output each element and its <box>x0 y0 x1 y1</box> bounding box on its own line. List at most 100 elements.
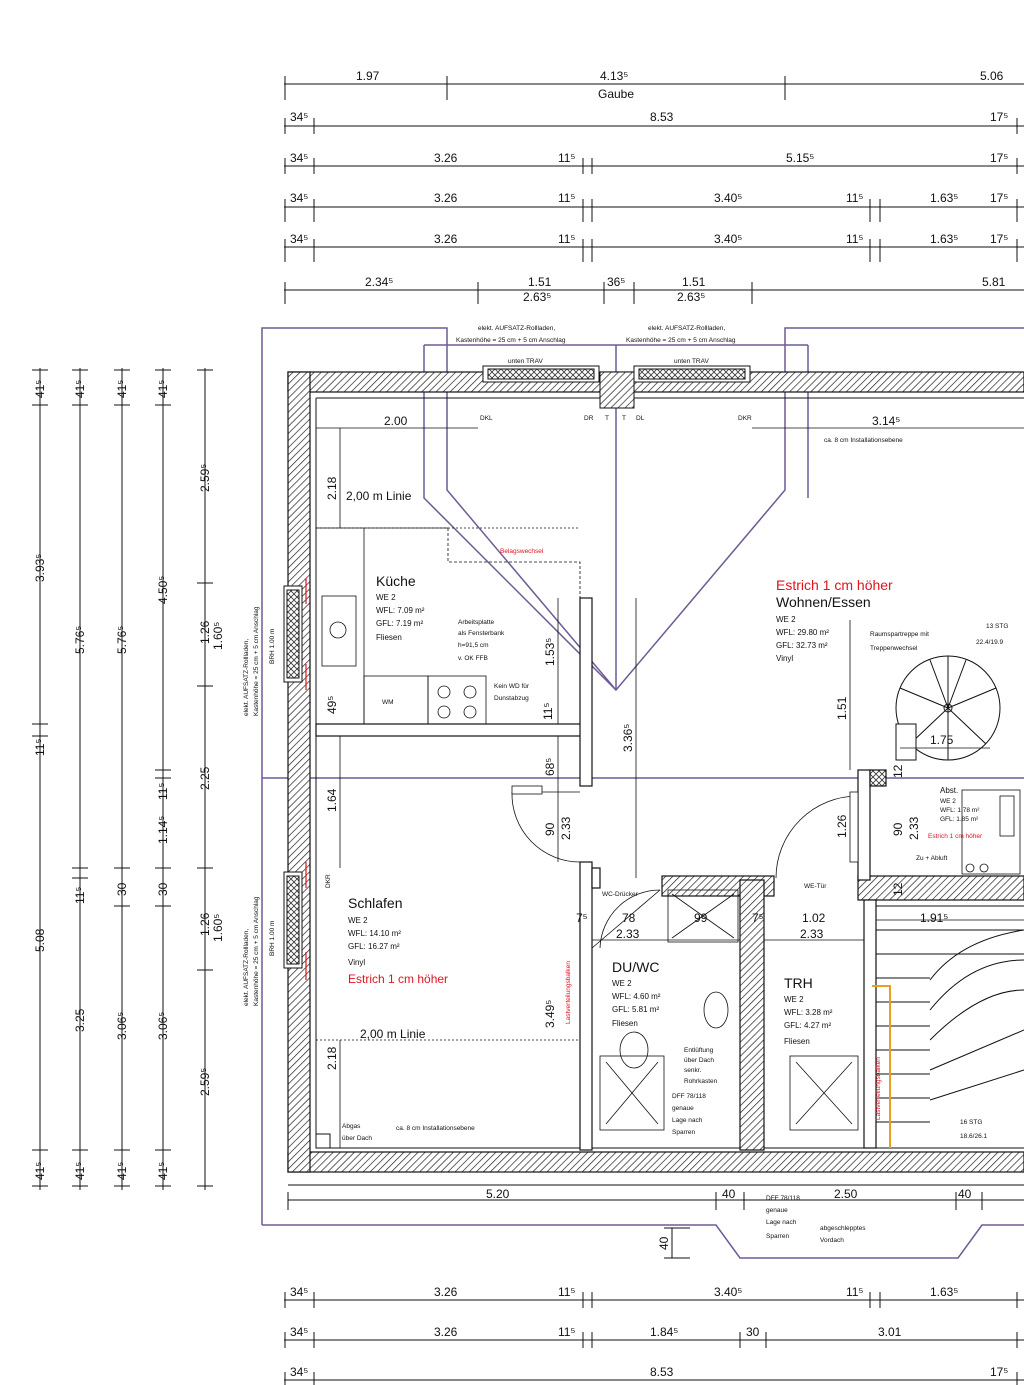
dim-bot-3f: 3.01 <box>878 1325 902 1339</box>
duwc-we: WE 2 <box>612 979 632 988</box>
arbeitsplatte-4: v. OK FFB <box>458 655 488 662</box>
hob-burner-icon-3 <box>437 705 451 719</box>
dim-153: 1.53⁵ <box>543 638 557 666</box>
stg16-1: 16 STG <box>960 1119 982 1126</box>
dim-191: 1.91⁵ <box>920 911 948 925</box>
inner-dimension-lines <box>316 427 1024 1148</box>
dim-left-1a: 41⁵ <box>33 380 47 398</box>
dim-68: 68⁵ <box>543 758 557 776</box>
duwc-gfl: GFL: 5.81 m² <box>612 1005 659 1014</box>
wohnen-gfl: GFL: 32.73 m² <box>776 641 828 650</box>
stg13-2: 22.4/19.9 <box>976 639 1003 646</box>
washbasin-icon <box>703 991 729 1029</box>
bottom-dimension-labels: 5.20 40 2.50 40 40 34⁵ 3.26 11⁵ 3.40⁵ 11… <box>290 1187 1008 1379</box>
left-windows <box>283 585 303 969</box>
duwc-floor: Fliesen <box>612 1019 638 1028</box>
dim-bot-1c: 2.50 <box>834 1187 858 1201</box>
win-left-s-brh: BRH 1.00 m <box>269 921 276 956</box>
trh-wfl: WFL: 3.28 m² <box>784 1008 833 1017</box>
wc-druecker: WC-Drücker <box>602 891 639 898</box>
wohnen-name: Wohnen/Essen <box>776 594 871 610</box>
dim-left-4b: 4.50⁵ <box>156 576 170 604</box>
dim-top-6f: 2.63⁵ <box>677 290 705 304</box>
dim-bot-3d: 1.84⁵ <box>650 1325 678 1339</box>
dim-top-3d: 5.15⁵ <box>786 151 814 165</box>
dim-top-6e: 1.51 <box>682 275 706 289</box>
dim-90a: 90 <box>543 822 557 836</box>
dim-top-6g: 5.81 <box>982 275 1006 289</box>
wm-label: WM <box>382 699 394 706</box>
linie-a: 2,00 m Linie <box>346 489 412 503</box>
annotations: Belagswechsel Arbeitsplatte als Fensterb… <box>342 548 1008 1244</box>
dim-top-4g: 17⁵ <box>990 191 1008 205</box>
dim-bot-2c: 11⁵ <box>558 1285 575 1299</box>
dim-126: 1.26 <box>835 814 849 838</box>
win-left-dkr: DKR <box>325 874 332 888</box>
wohnen-we: WE 2 <box>776 615 796 624</box>
install-top: ca. 8 cm Installationsebene <box>824 437 903 444</box>
dim-left-4c: 1.14⁵ <box>156 816 170 844</box>
dim-left-5c: 1.60⁵ <box>211 622 225 650</box>
arbeitsplatte-1: Arbeitsplatte <box>458 619 495 626</box>
dim-top-5f: 1.63⁵ <box>930 232 958 246</box>
win-mark-t2: T <box>622 415 626 422</box>
dim-top-1b: 4.13⁵ <box>600 69 628 83</box>
abgas-1: Abgas <box>342 1123 361 1130</box>
abst-wfl: WFL: 1.78 m² <box>940 807 980 814</box>
dim-233c: 2.33 <box>616 927 640 941</box>
dff1-4: Sparren <box>672 1129 696 1136</box>
dim-top-2b: 8.53 <box>650 110 674 124</box>
dim-233b: 2.33 <box>907 816 921 840</box>
schlafen-gfl: GFL: 16.27 m² <box>348 942 400 951</box>
lastverteilung: Lastverteilungsbalken <box>565 961 572 1024</box>
hob-burner-icon-1 <box>437 685 451 699</box>
dff2-4: Sparren <box>766 1233 790 1240</box>
dim-7b: 7⁵ <box>752 911 764 925</box>
dim-bot-2b: 3.26 <box>434 1285 458 1299</box>
chimney <box>315 1133 331 1149</box>
dim-bot-1b: 40 <box>722 1187 736 1201</box>
dim-bot-3a: 34⁵ <box>290 1325 308 1339</box>
roof-outline <box>261 327 1024 1259</box>
dim-top-6b: 1.51 <box>528 275 552 289</box>
dim-bot-4a: 34⁵ <box>290 1365 308 1379</box>
lastverteilung-2: Lastverteilungsbalken <box>875 1057 882 1120</box>
dim-top-6d: 36⁵ <box>607 275 625 289</box>
dim-left-3a: 41⁵ <box>115 380 129 398</box>
room-abst: Abst. WE 2 WFL: 1.78 m² GFL: 1.85 m² Est… <box>916 786 983 862</box>
dim-left-1e: 41⁵ <box>33 1162 47 1180</box>
arbeitsplatte-3: h=91,5 cm <box>458 642 489 649</box>
top-dimension-labels: 1.97 4.13⁵ 5.06 Gaube 34⁵ 8.53 17⁵ 34⁵ 3… <box>290 69 1008 304</box>
win-mark-dl: DL <box>636 415 645 422</box>
dim-233a: 2.33 <box>559 816 573 840</box>
abst-we: WE 2 <box>940 798 956 805</box>
doors <box>511 785 859 949</box>
dim-left-4e: 30 <box>156 882 170 896</box>
dim-left-1b: 3.93⁵ <box>33 554 47 582</box>
dim-top-5d: 3.40⁵ <box>714 232 742 246</box>
dim-left-3e: 41⁵ <box>115 1162 129 1180</box>
dim-top-4d: 3.40⁵ <box>714 191 742 205</box>
dim-left-3c: 30 <box>115 882 129 896</box>
sink-icon <box>329 621 347 639</box>
room-wohnen: Estrich 1 cm höher Wohnen/Essen WE 2 WFL… <box>776 577 893 663</box>
hob-burner-icon-2 <box>463 685 477 699</box>
dim-bot-2f: 1.63⁵ <box>930 1285 958 1299</box>
dim-left-4f: 3.06⁵ <box>156 1012 170 1040</box>
belagswechsel: Belagswechsel <box>500 548 544 555</box>
dim-218a: 2.18 <box>325 476 339 500</box>
kueche-floor: Fliesen <box>376 633 402 642</box>
win-left-k-2: Kastenhöhe = 25 cm + 5 cm Anschlag <box>253 606 260 716</box>
schlafen-wfl: WFL: 14.10 m² <box>348 929 401 938</box>
duwc-name: DU/WC <box>612 959 659 975</box>
dim-top-5b: 3.26 <box>434 232 458 246</box>
kein-wd-1: Kein WD für <box>494 683 530 690</box>
stg13-1: 13 STG <box>986 623 1008 630</box>
dim-175: 1.75 <box>930 733 954 747</box>
dim-bot-3b: 3.26 <box>434 1325 458 1339</box>
dim-top-4b: 3.26 <box>434 191 458 205</box>
dim-left-5b: 1.26 <box>198 620 212 644</box>
dim-top-6a: 2.34⁵ <box>365 275 393 289</box>
left-dimension-chains <box>32 368 213 1190</box>
dff2-2: genaue <box>766 1207 788 1214</box>
